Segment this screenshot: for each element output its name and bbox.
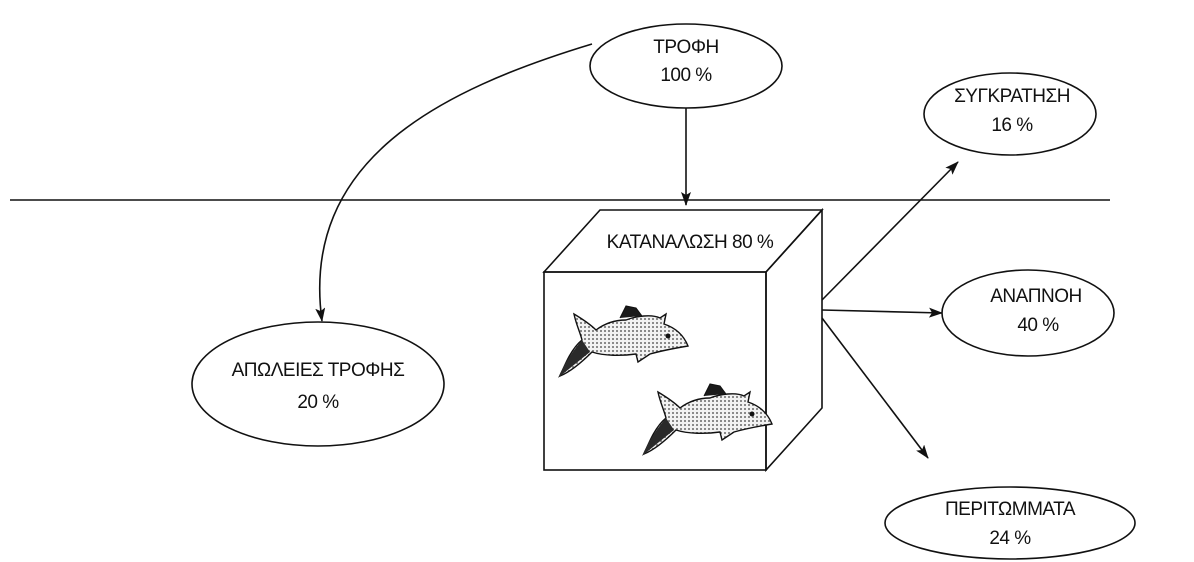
node-excrement: ΠΕΡΙΤΩΜΜΑΤΑ 24 % <box>884 486 1136 560</box>
node-excrement-value: 24 % <box>989 528 1031 549</box>
node-retention-title: ΣΥΓΚΡΑΤΗΣΗ <box>954 86 1070 107</box>
fish-icon <box>558 305 689 378</box>
node-food-losses: ΑΠΩΛΕΙΕΣ ΤΡΟΦΗΣ 20 % <box>191 321 445 447</box>
node-respiration: ΑΝΑΠΝΟΗ 40 % <box>941 269 1115 357</box>
node-consumption-label: ΚΑΤΑΝΑΛΩΣΗ 80 % <box>607 232 774 253</box>
edge-to-excrement <box>821 317 929 459</box>
edge-food-to-losses <box>315 43 593 322</box>
edge-to-respiration <box>821 307 943 318</box>
fish-icon <box>642 383 773 456</box>
node-food: ΤΡΟΦΗ 100 % <box>589 23 783 109</box>
node-food-losses-title: ΑΠΩΛΕΙΕΣ ΤΡΟΦΗΣ <box>232 360 405 381</box>
node-food-value: 100 % <box>660 65 712 86</box>
node-food-losses-value: 20 % <box>297 392 339 413</box>
node-respiration-title: ΑΝΑΠΝΟΗ <box>990 286 1082 307</box>
node-respiration-value: 40 % <box>1017 315 1059 336</box>
node-excrement-title: ΠΕΡΙΤΩΜΜΑΤΑ <box>945 499 1076 520</box>
node-retention: ΣΥΓΚΡΑΤΗΣΗ 16 % <box>923 72 1097 156</box>
edge-to-retention <box>821 161 959 301</box>
node-retention-value: 16 % <box>991 115 1033 136</box>
node-food-title: ΤΡΟΦΗ <box>653 37 718 58</box>
node-consumption: ΚΑΤΑΝΑΛΩΣΗ 80 % <box>542 207 824 473</box>
